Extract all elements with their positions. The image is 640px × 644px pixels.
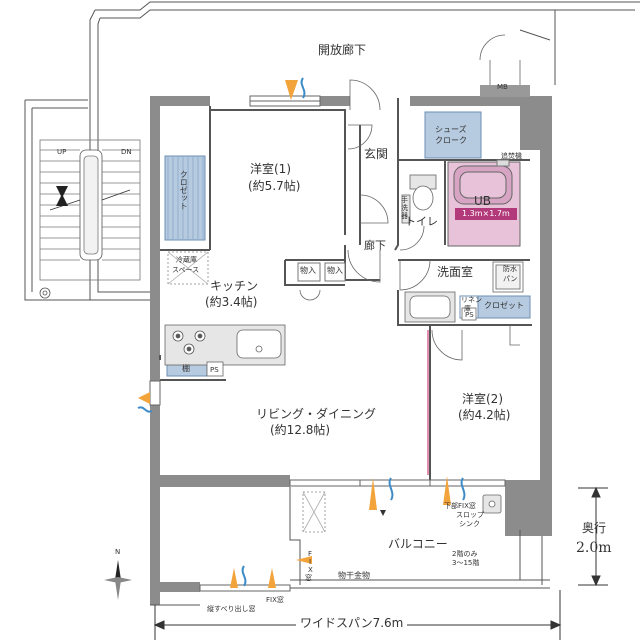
label-floor-note-2: 3〜15階: [452, 559, 480, 567]
label-western1-area: (約5.7帖): [248, 179, 301, 193]
compass-rose: [104, 560, 132, 600]
label-sloped-sink-2: スロップ: [456, 511, 484, 519]
closet-hatch: [164, 111, 531, 377]
label-ub-size: 1.3m×1.7m: [462, 209, 510, 218]
label-hand-wash-2: 洗: [401, 204, 408, 212]
label-waterproof-pan-2: パン: [503, 275, 518, 283]
fixtures: [164, 174, 524, 533]
label-fridge-2: スペース: [172, 266, 200, 274]
doors: [299, 34, 521, 361]
stove-burner-center: [197, 333, 203, 339]
label-stair-up: UP: [57, 148, 67, 156]
label-waterproof-pan-1: 防水: [503, 265, 517, 273]
label-width-span: ワイドスパン7.6m: [296, 616, 408, 631]
label-living-area: (約12.8帖): [270, 423, 331, 437]
label-storage-a: 物入: [300, 266, 316, 275]
label-storage-b: 物入: [327, 266, 343, 275]
label-balcony: バルコニー: [388, 537, 448, 551]
label-hand-wash-1: 手: [401, 196, 408, 204]
label-sloped-sink-3: シンク: [459, 520, 480, 528]
label-shoes-closet-2: クローク: [435, 136, 467, 145]
label-shoes-closet-1: シューズ: [435, 125, 467, 134]
label-clothes-pole: 物干金物: [338, 571, 370, 580]
label-mb: MB: [497, 83, 508, 91]
stove-burner-center: [186, 346, 192, 352]
label-ps2: PS: [210, 366, 219, 374]
label-linen-1: リネン: [461, 296, 482, 304]
label-western2-name: 洋室(2): [462, 392, 503, 406]
label-fix-window-4: 窓: [305, 574, 312, 582]
label-fix-window-2: I: [309, 558, 312, 566]
label-compass-n: N: [115, 548, 121, 556]
walls: [150, 85, 552, 605]
windows: [149, 95, 506, 592]
label-western2-area: (約4.2帖): [458, 408, 511, 422]
label-sliding-window: 縦すべり出し窓: [207, 605, 256, 613]
label-kitchen-area: (約3.4帖): [205, 295, 258, 309]
stove-burner-center: [175, 333, 181, 339]
label-living-name: リビング・ダイニング: [256, 407, 377, 421]
label-kitchen-name: キッチン: [210, 279, 259, 293]
label-closet-right: クロゼット: [484, 301, 524, 310]
label-shelf: 棚: [182, 364, 190, 373]
label-ps1: PS: [465, 311, 474, 319]
label-toilet: トイレ: [405, 215, 438, 228]
label-linen-2: 庫: [464, 305, 471, 313]
label-closet-left: クロゼット: [179, 170, 189, 210]
unit-bath: [447, 159, 521, 247]
interior-walls: [159, 98, 532, 480]
label-reheat: 追焚機: [501, 152, 522, 160]
label-floor-note-1: 2階のみ: [452, 550, 478, 558]
ventilation-marks: [137, 77, 466, 588]
label-open-corridor: 開放廊下: [318, 43, 367, 57]
label-hand-wash-3: 器: [401, 212, 408, 220]
label-hallway: 廊下: [364, 239, 386, 252]
balcony-outline: [150, 487, 550, 606]
label-fix-window-bottom: FIX窓: [266, 596, 284, 604]
label-western1-name: 洋室(1): [250, 162, 291, 176]
stairwell: [39, 139, 141, 299]
label-fix-window-1: F: [308, 550, 313, 558]
label-entrance: 玄関: [364, 147, 389, 161]
label-fix-window-3: X: [308, 566, 313, 574]
label-ub: UB: [474, 194, 492, 208]
label-depth: 奥行: [582, 521, 607, 535]
label-washroom: 洗面室: [437, 265, 474, 279]
label-sloped-sink-1: 下部FIX窓: [444, 502, 476, 510]
label-fridge-1: 冷蔵庫: [176, 256, 197, 264]
label-stair-dn: DN: [121, 148, 132, 156]
label-depth-value: 2.0m: [576, 540, 612, 556]
